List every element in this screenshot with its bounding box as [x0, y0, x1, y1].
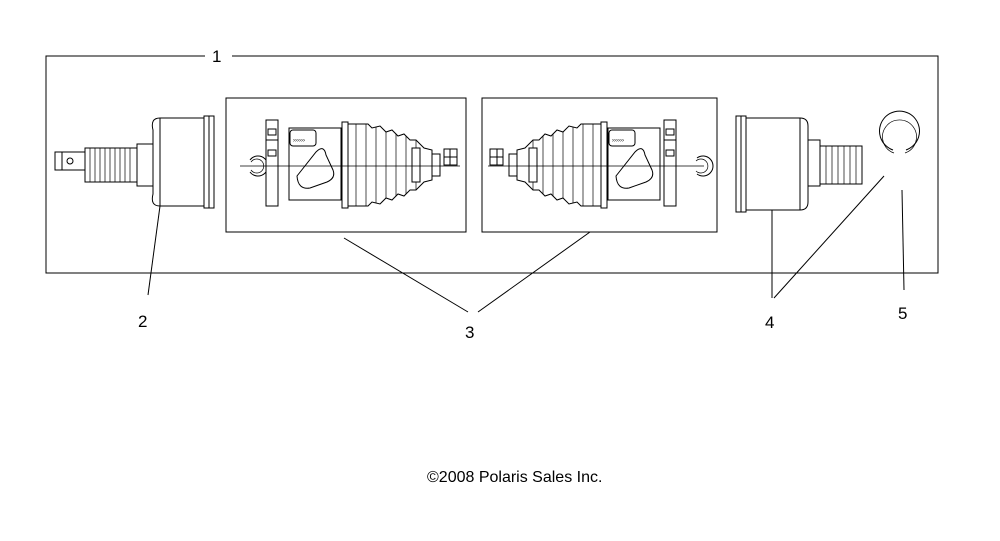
leader-2 [147, 205, 161, 296]
leader-3b [477, 231, 591, 313]
callout-3: 3 [465, 323, 474, 342]
outer-cv-joint [54, 115, 215, 209]
leader-4b [773, 175, 885, 299]
leader-3a [343, 237, 469, 313]
inner-cv-joint [735, 115, 863, 213]
callout-2: 2 [138, 312, 147, 331]
boot-kit-left: ›››››› [225, 97, 467, 233]
leader-5 [901, 189, 905, 291]
callout-5: 5 [898, 304, 907, 323]
retaining-ring [879, 110, 920, 154]
boot-kit-right: ›››››› [481, 97, 718, 233]
assembly-frame: 1 [45, 47, 939, 274]
svg-text:››››››: ›››››› [612, 138, 624, 144]
callout-4: 4 [765, 313, 774, 332]
copyright-notice: ©2008 Polaris Sales Inc. [427, 469, 602, 486]
svg-text:››››››: ›››››› [293, 138, 305, 144]
callout-1: 1 [212, 47, 221, 66]
